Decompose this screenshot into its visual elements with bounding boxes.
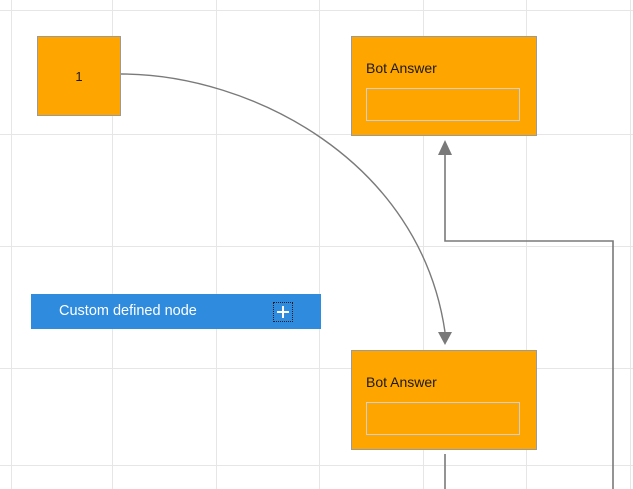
flow-node-1-label: 1 <box>75 68 83 84</box>
node-answer-slot[interactable] <box>366 402 520 435</box>
custom-defined-node-label: Custom defined node <box>59 303 197 320</box>
flow-node-bot-answer-bottom[interactable]: Bot Answer <box>351 350 537 450</box>
plus-icon[interactable] <box>273 301 293 322</box>
edge-ortho-path[interactable] <box>444 155 614 489</box>
flow-node-1[interactable]: 1 <box>37 36 121 116</box>
flow-node-bot-answer-top[interactable]: Bot Answer <box>351 36 537 136</box>
edge-curved-arrowhead-icon <box>438 332 452 345</box>
node-title: Bot Answer <box>366 374 437 390</box>
edge-curved-path[interactable] <box>120 73 446 333</box>
node-title: Bot Answer <box>366 60 437 76</box>
node-answer-slot[interactable] <box>366 88 520 121</box>
custom-defined-node-bar[interactable]: Custom defined node <box>31 294 321 329</box>
edge-ortho-arrowhead-icon <box>438 140 452 155</box>
